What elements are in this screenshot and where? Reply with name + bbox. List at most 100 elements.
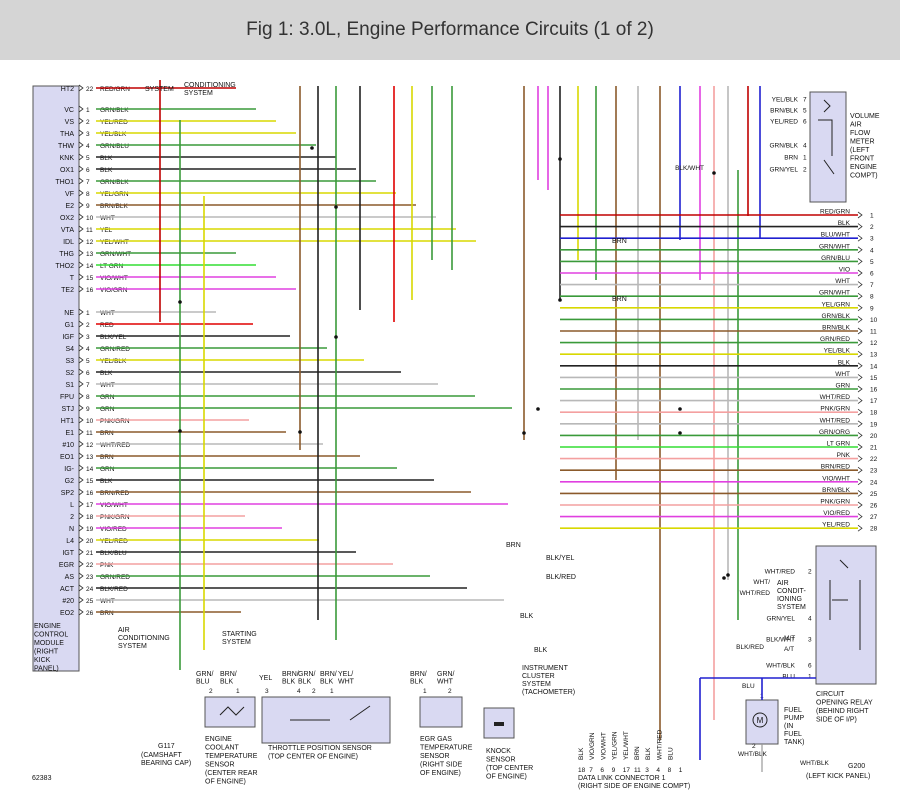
terminal-arrow xyxy=(78,213,84,221)
vaf-pin-number: 7 xyxy=(803,97,807,104)
terminal-arrow xyxy=(78,105,84,113)
relay-pin-number: 2 xyxy=(808,569,812,576)
vaf-pin-number: 1 xyxy=(803,155,807,162)
ecm-terminal-label: EGR xyxy=(59,562,74,569)
ecm-terminal-label: S1 xyxy=(65,382,74,389)
terminal-arrow xyxy=(857,304,863,312)
ecm-pin-number: 19 xyxy=(86,526,94,533)
terminal-arrow xyxy=(78,177,84,185)
terminal-arrow xyxy=(78,536,84,544)
ecm-terminal-label: VTA xyxy=(61,227,74,234)
wire-label: GRN/BLK xyxy=(100,107,129,114)
terminal-arrow xyxy=(78,249,84,257)
wire-label: PNK/GRN xyxy=(820,499,850,506)
wire-label: WHT xyxy=(835,371,850,378)
terminal-arrow xyxy=(78,380,84,388)
connector-pin-number: 13 xyxy=(870,352,878,359)
coolant-sensor-label: COOLANT xyxy=(205,745,240,752)
wire-label: YEL/GRN xyxy=(821,301,850,308)
vaf-wire-label: YEL/RED xyxy=(770,119,798,126)
wire-label: BRN xyxy=(506,542,521,549)
relay-label-line: CIRCUIT xyxy=(816,691,845,698)
wire-label: GRN/WHT xyxy=(819,243,850,250)
ecm-pin-number: 15 xyxy=(86,275,94,282)
wire-label: GRN/BLK xyxy=(821,313,850,320)
wire-label: YEL/BLK xyxy=(100,358,127,365)
ecm-terminal-label: G1 xyxy=(65,322,74,329)
dlc-wire-label: BLK xyxy=(645,747,652,760)
knock-sensor-label: KNOCK xyxy=(486,748,511,755)
pin-number: 2 xyxy=(448,688,452,695)
ecm-terminal-label: NE xyxy=(64,310,74,317)
wire-label: BRN/ xyxy=(410,671,427,678)
terminal-arrow xyxy=(78,320,84,328)
connector-pin-number: 8 xyxy=(870,294,874,301)
terminal-arrow xyxy=(78,308,84,316)
vaf-label-line: VOLUME xyxy=(850,113,880,120)
ecm-terminal-label: S4 xyxy=(65,346,74,353)
connector-pin-number: 12 xyxy=(870,340,878,347)
ecm-terminal-label: EO2 xyxy=(60,610,74,617)
terminal-arrow xyxy=(78,84,84,92)
ecm-pin-number: 24 xyxy=(86,586,94,593)
ecm-pin-number: 8 xyxy=(86,191,90,198)
terminal-arrow xyxy=(78,596,84,604)
ecm-pin-number: 8 xyxy=(86,394,90,401)
terminal-arrow xyxy=(78,548,84,556)
terminal-arrow xyxy=(78,608,84,616)
connector-pin-number: 15 xyxy=(870,375,878,382)
dlc-wire-label: BLK xyxy=(578,747,585,760)
connector-pin-number: 11 xyxy=(870,329,877,336)
wire-label: VIO/RED xyxy=(100,526,127,533)
vaf-wire-label: BRN/BLK xyxy=(770,108,798,115)
vaf-label-line: (LEFT xyxy=(850,147,870,154)
wire-label: BLK xyxy=(298,679,312,686)
system-label: SYSTEM xyxy=(522,681,551,688)
wire-label: YEL xyxy=(100,227,113,234)
connector-pin-number: 16 xyxy=(870,387,878,394)
wire-label: RED/GRN xyxy=(100,86,130,93)
terminal-arrow xyxy=(78,452,84,460)
wire-label: GRN/RED xyxy=(100,346,130,353)
terminal-arrow xyxy=(78,488,84,496)
ecm-label-line: KICK xyxy=(34,657,51,664)
wire-label: BLK xyxy=(838,220,851,227)
dlc-wire-label: BRN xyxy=(634,746,641,760)
ecm-terminal-label: AS xyxy=(65,574,75,581)
connector-pin-number: 7 xyxy=(870,282,874,289)
terminal-arrow xyxy=(78,344,84,352)
ecm-pin-number: 16 xyxy=(86,287,94,294)
wire-label: YEL/RED xyxy=(100,119,128,126)
terminal-arrow xyxy=(78,356,84,364)
wire-label: VIO/WHT xyxy=(100,275,128,282)
wire-label: BLK xyxy=(220,679,234,686)
ecm-pin-number: 5 xyxy=(86,358,90,365)
ecm-terminal-label: KNK xyxy=(60,155,75,162)
ecm-terminal-label: OX2 xyxy=(60,215,74,222)
ecm-terminal-label: TE2 xyxy=(61,287,74,294)
ecm-pin-number: 10 xyxy=(86,418,94,425)
connector-pin-number: 2 xyxy=(870,224,874,231)
vaf-label-line: METER xyxy=(850,139,875,146)
ecm-terminal-label: E1 xyxy=(65,430,74,437)
pin-number: 2 xyxy=(312,688,316,695)
wire-label: BLK xyxy=(100,167,113,174)
connector-pin-number: 27 xyxy=(870,514,878,521)
wire-label: BRN/ xyxy=(320,671,337,678)
system-label: SYSTEM xyxy=(145,86,174,93)
pin-number: 2 xyxy=(752,743,756,750)
fuel-pump-label-line: TANK) xyxy=(784,739,804,746)
wire-label: PNK/GRN xyxy=(100,418,130,425)
system-label: STARTING xyxy=(222,631,257,638)
ecm-pin-number: 17 xyxy=(86,502,94,509)
ecm-label-line: PANEL) xyxy=(34,666,59,673)
wire-label: GRN/ xyxy=(437,671,455,678)
relay-label-line: OPENING RELAY xyxy=(816,700,873,707)
camshaft-label: (CAMSHAFT xyxy=(141,752,183,759)
ecm-terminal-label: SP2 xyxy=(61,490,74,497)
wire-label: VIO/WHT xyxy=(100,502,128,509)
ecm-pin-number: 1 xyxy=(86,310,90,317)
wire-label: BRN/BLK xyxy=(822,487,850,494)
